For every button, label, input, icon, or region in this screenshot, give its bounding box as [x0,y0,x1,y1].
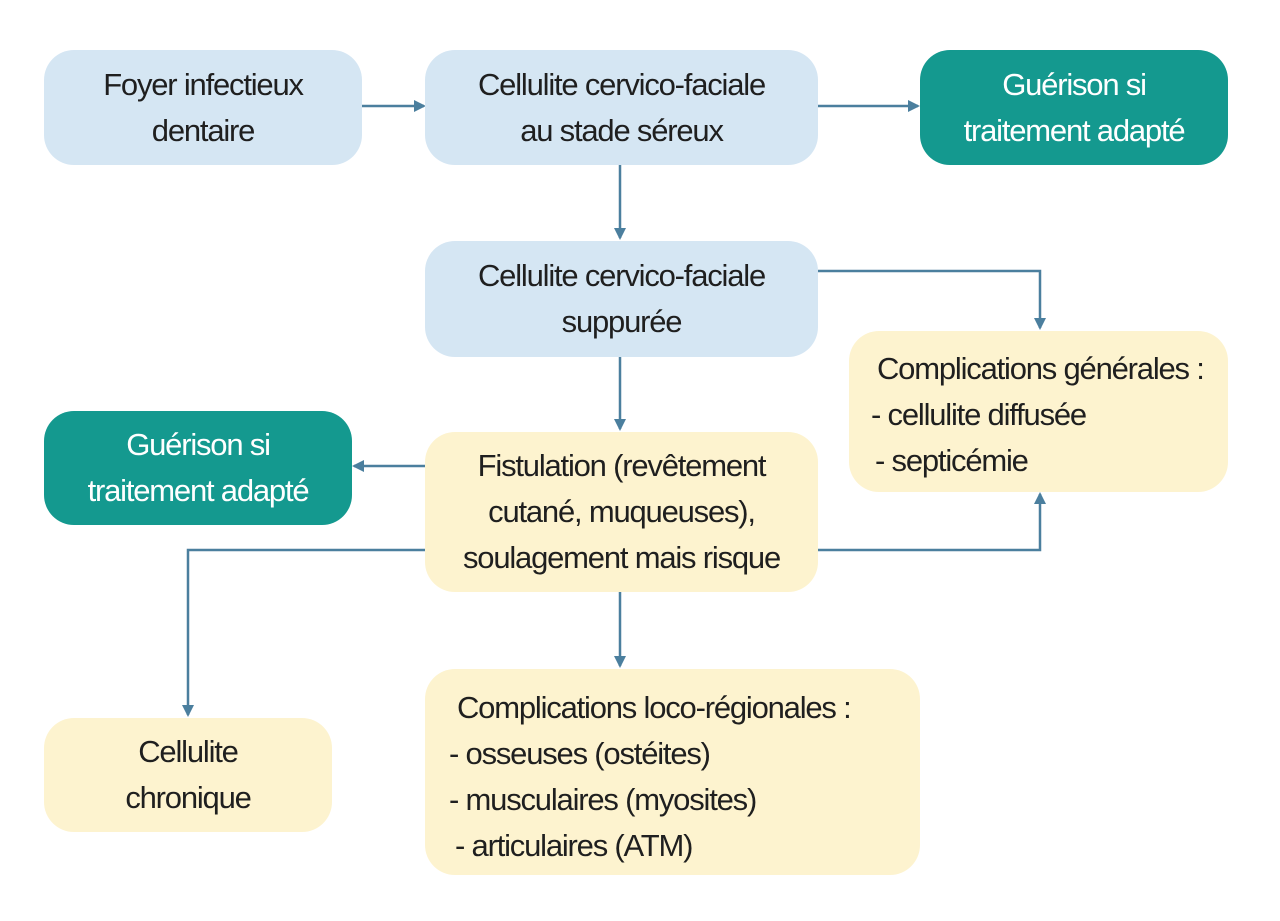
list-item: - cellulite diffusée [871,397,1087,432]
node-complications-generales: Complications générales : - cellulite di… [849,331,1228,492]
list-item: - articulaires (ATM) [455,828,693,863]
node-cellulite-sereux: Cellulite cervico-faciale au stade séreu… [425,50,818,165]
complications-generales-list: - cellulite diffusée - septicémie [871,392,1087,484]
arrow-fistulation-to-chronique [182,548,425,717]
complications-generales-title: Complications générales : [877,351,1205,386]
arrow-suppuree-to-complications-generales [818,269,1046,330]
complications-loco-list: - osseuses (ostéites) - musculaires (myo… [449,731,757,869]
list-item: - septicémie [875,443,1029,478]
node-guerison-top: Guérison si traitement adapté [920,50,1228,165]
node-cellulite-chronique: Cellulite chronique [44,718,332,832]
complications-loco-title: Complications loco-régionales : [457,690,852,725]
node-guerison-left: Guérison si traitement adapté [44,411,352,525]
list-item: - osseuses (ostéites) [449,736,711,771]
node-foyer-infectieux: Foyer infectieux dentaire [44,50,362,165]
list-item: - musculaires (myosites) [449,782,757,817]
node-fistulation: Fistulation (revêtement cutané, muqueuse… [425,432,818,592]
arrow-fistulation-to-complications-generales [818,492,1046,552]
node-cellulite-suppuree: Cellulite cervico-faciale suppurée [425,241,818,357]
node-complications-loco-regionales: Complications loco-régionales : - osseus… [425,669,920,875]
